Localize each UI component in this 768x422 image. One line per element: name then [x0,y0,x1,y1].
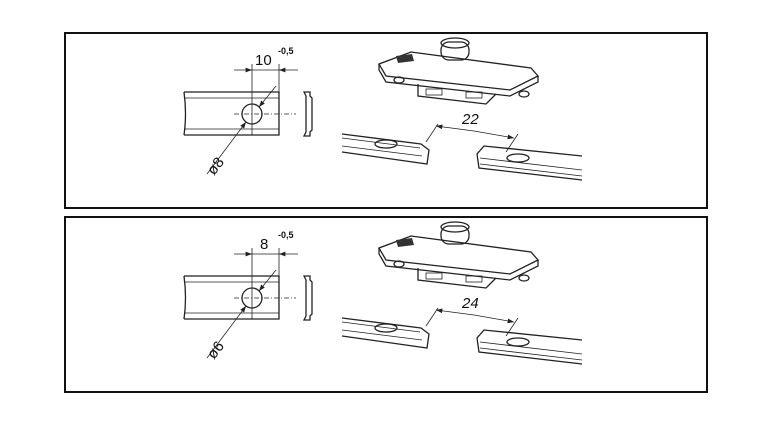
hole-diameter: ø8 [204,154,228,178]
technical-drawing: 8 -0,5 ø6 24 [183,221,583,365]
panel-8mm-hole: 10 -0,5 ø8 22 [64,32,708,209]
rail-left [341,317,430,349]
hole-diameter: ø6 [204,338,228,362]
gap-dimension-line: 22 [425,111,519,153]
clip-fastener [378,221,540,289]
rail-profile [302,91,313,137]
panel-6mm-hole: 8 -0,5 ø6 24 [64,216,708,393]
rail-profile [302,275,313,321]
rail-section-view: 8 -0,5 ø6 [183,230,298,362]
rail-right [476,145,583,181]
width-dimension: 8 [260,236,268,253]
gap-dimension-line: 24 [425,295,519,337]
rail-left [341,133,430,165]
clip-fastener [378,37,540,105]
gap-dimension: 22 [461,111,479,128]
technical-drawing: 10 -0,5 ø8 22 [183,37,583,181]
width-tolerance: -0,5 [278,46,294,56]
width-dimension: 10 [255,52,272,69]
rail-right [476,329,583,365]
width-tolerance: -0,5 [278,230,294,240]
rail-section-view: 10 -0,5 ø8 [183,46,298,178]
gap-dimension: 24 [461,295,479,312]
